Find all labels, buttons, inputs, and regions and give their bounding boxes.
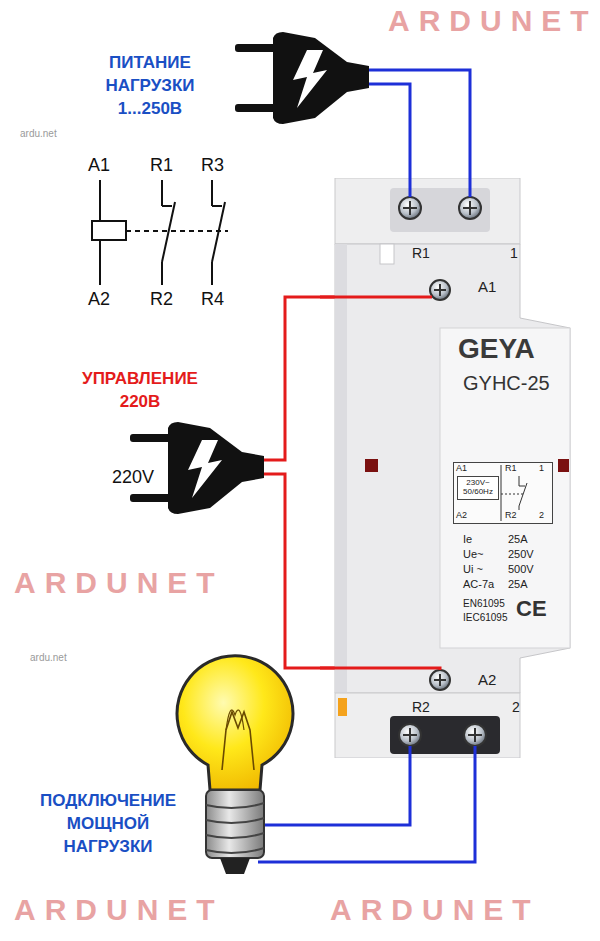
watermark: ARDUNET xyxy=(14,566,224,599)
device-marking: 2 xyxy=(539,511,544,521)
device-marking: A2 xyxy=(478,672,496,689)
device-marking: Ie xyxy=(463,533,472,545)
terminal-name: A1 xyxy=(88,156,110,176)
coil-voltage-box: 230V~ 50/60Hz xyxy=(457,476,499,500)
terminal-name: R2 xyxy=(150,290,173,310)
device-marking: 1 xyxy=(539,464,544,474)
device-marking: A2 xyxy=(456,511,467,521)
lamp-icon xyxy=(177,656,293,874)
terminal-name: R3 xyxy=(201,156,224,176)
load-supply-wires xyxy=(364,70,470,182)
device-marking: A1 xyxy=(456,464,467,474)
device-marking: 2 xyxy=(512,700,520,715)
device-marking: EN61095 xyxy=(463,598,505,609)
device-marking: R1 xyxy=(505,464,517,474)
load-caption: ПОДКЛЮЧЕНИЕ МОЩНОЙ НАГРУЗКИ xyxy=(28,790,188,859)
watermark: ardu.net xyxy=(30,652,67,663)
voltage-label: 220V xyxy=(112,468,154,488)
device-marking: 25A xyxy=(508,533,528,545)
device-marking: GEYA xyxy=(458,334,535,365)
device-marking: CE xyxy=(516,597,547,621)
device-marking: A1 xyxy=(478,279,496,296)
device-marking: 500V xyxy=(508,563,534,575)
watermark: ardu.net xyxy=(20,128,57,139)
watermark: ARDUNET xyxy=(388,4,598,37)
watermark: ARDUNET xyxy=(330,893,540,926)
terminal-name: A2 xyxy=(88,290,110,310)
control-caption: УПРАВЛЕНИЕ 220В xyxy=(72,368,208,414)
device-marking: 1 xyxy=(510,246,518,261)
device-marking: Ui ~ xyxy=(463,563,483,575)
plug-icon xyxy=(235,32,369,124)
control-wires xyxy=(260,297,342,668)
watermark: ARDUNET xyxy=(14,893,224,926)
contactor-body: R11A1GEYAGYHC-25Ie25AUe~250VUi ~500VAC-7… xyxy=(320,178,582,758)
device-marking: Ue~ xyxy=(463,548,484,560)
terminal-name: R1 xyxy=(150,156,173,176)
device-marking: R2 xyxy=(505,511,517,521)
device-marking: R1 xyxy=(412,246,430,261)
terminal-name: R4 xyxy=(201,290,224,310)
supply-caption: ПИТАНИЕ НАГРУЗКИ 1...250В xyxy=(92,52,208,121)
device-marking: 250V xyxy=(508,548,534,560)
contactor-schematic xyxy=(92,180,228,285)
device-marking: GYHC-25 xyxy=(463,372,550,394)
device-marking: IEC61095 xyxy=(463,612,507,623)
device-marking: R2 xyxy=(412,700,430,715)
device-marking: 25A xyxy=(508,578,528,590)
device-marking: 230V~ 50/60Hz xyxy=(460,479,496,497)
load-wires xyxy=(258,754,475,862)
device-marking: AC-7a xyxy=(463,578,494,590)
rating-sticker: A1 R1 1A2 R2 2 230V~ 50/60Hz xyxy=(453,462,553,524)
